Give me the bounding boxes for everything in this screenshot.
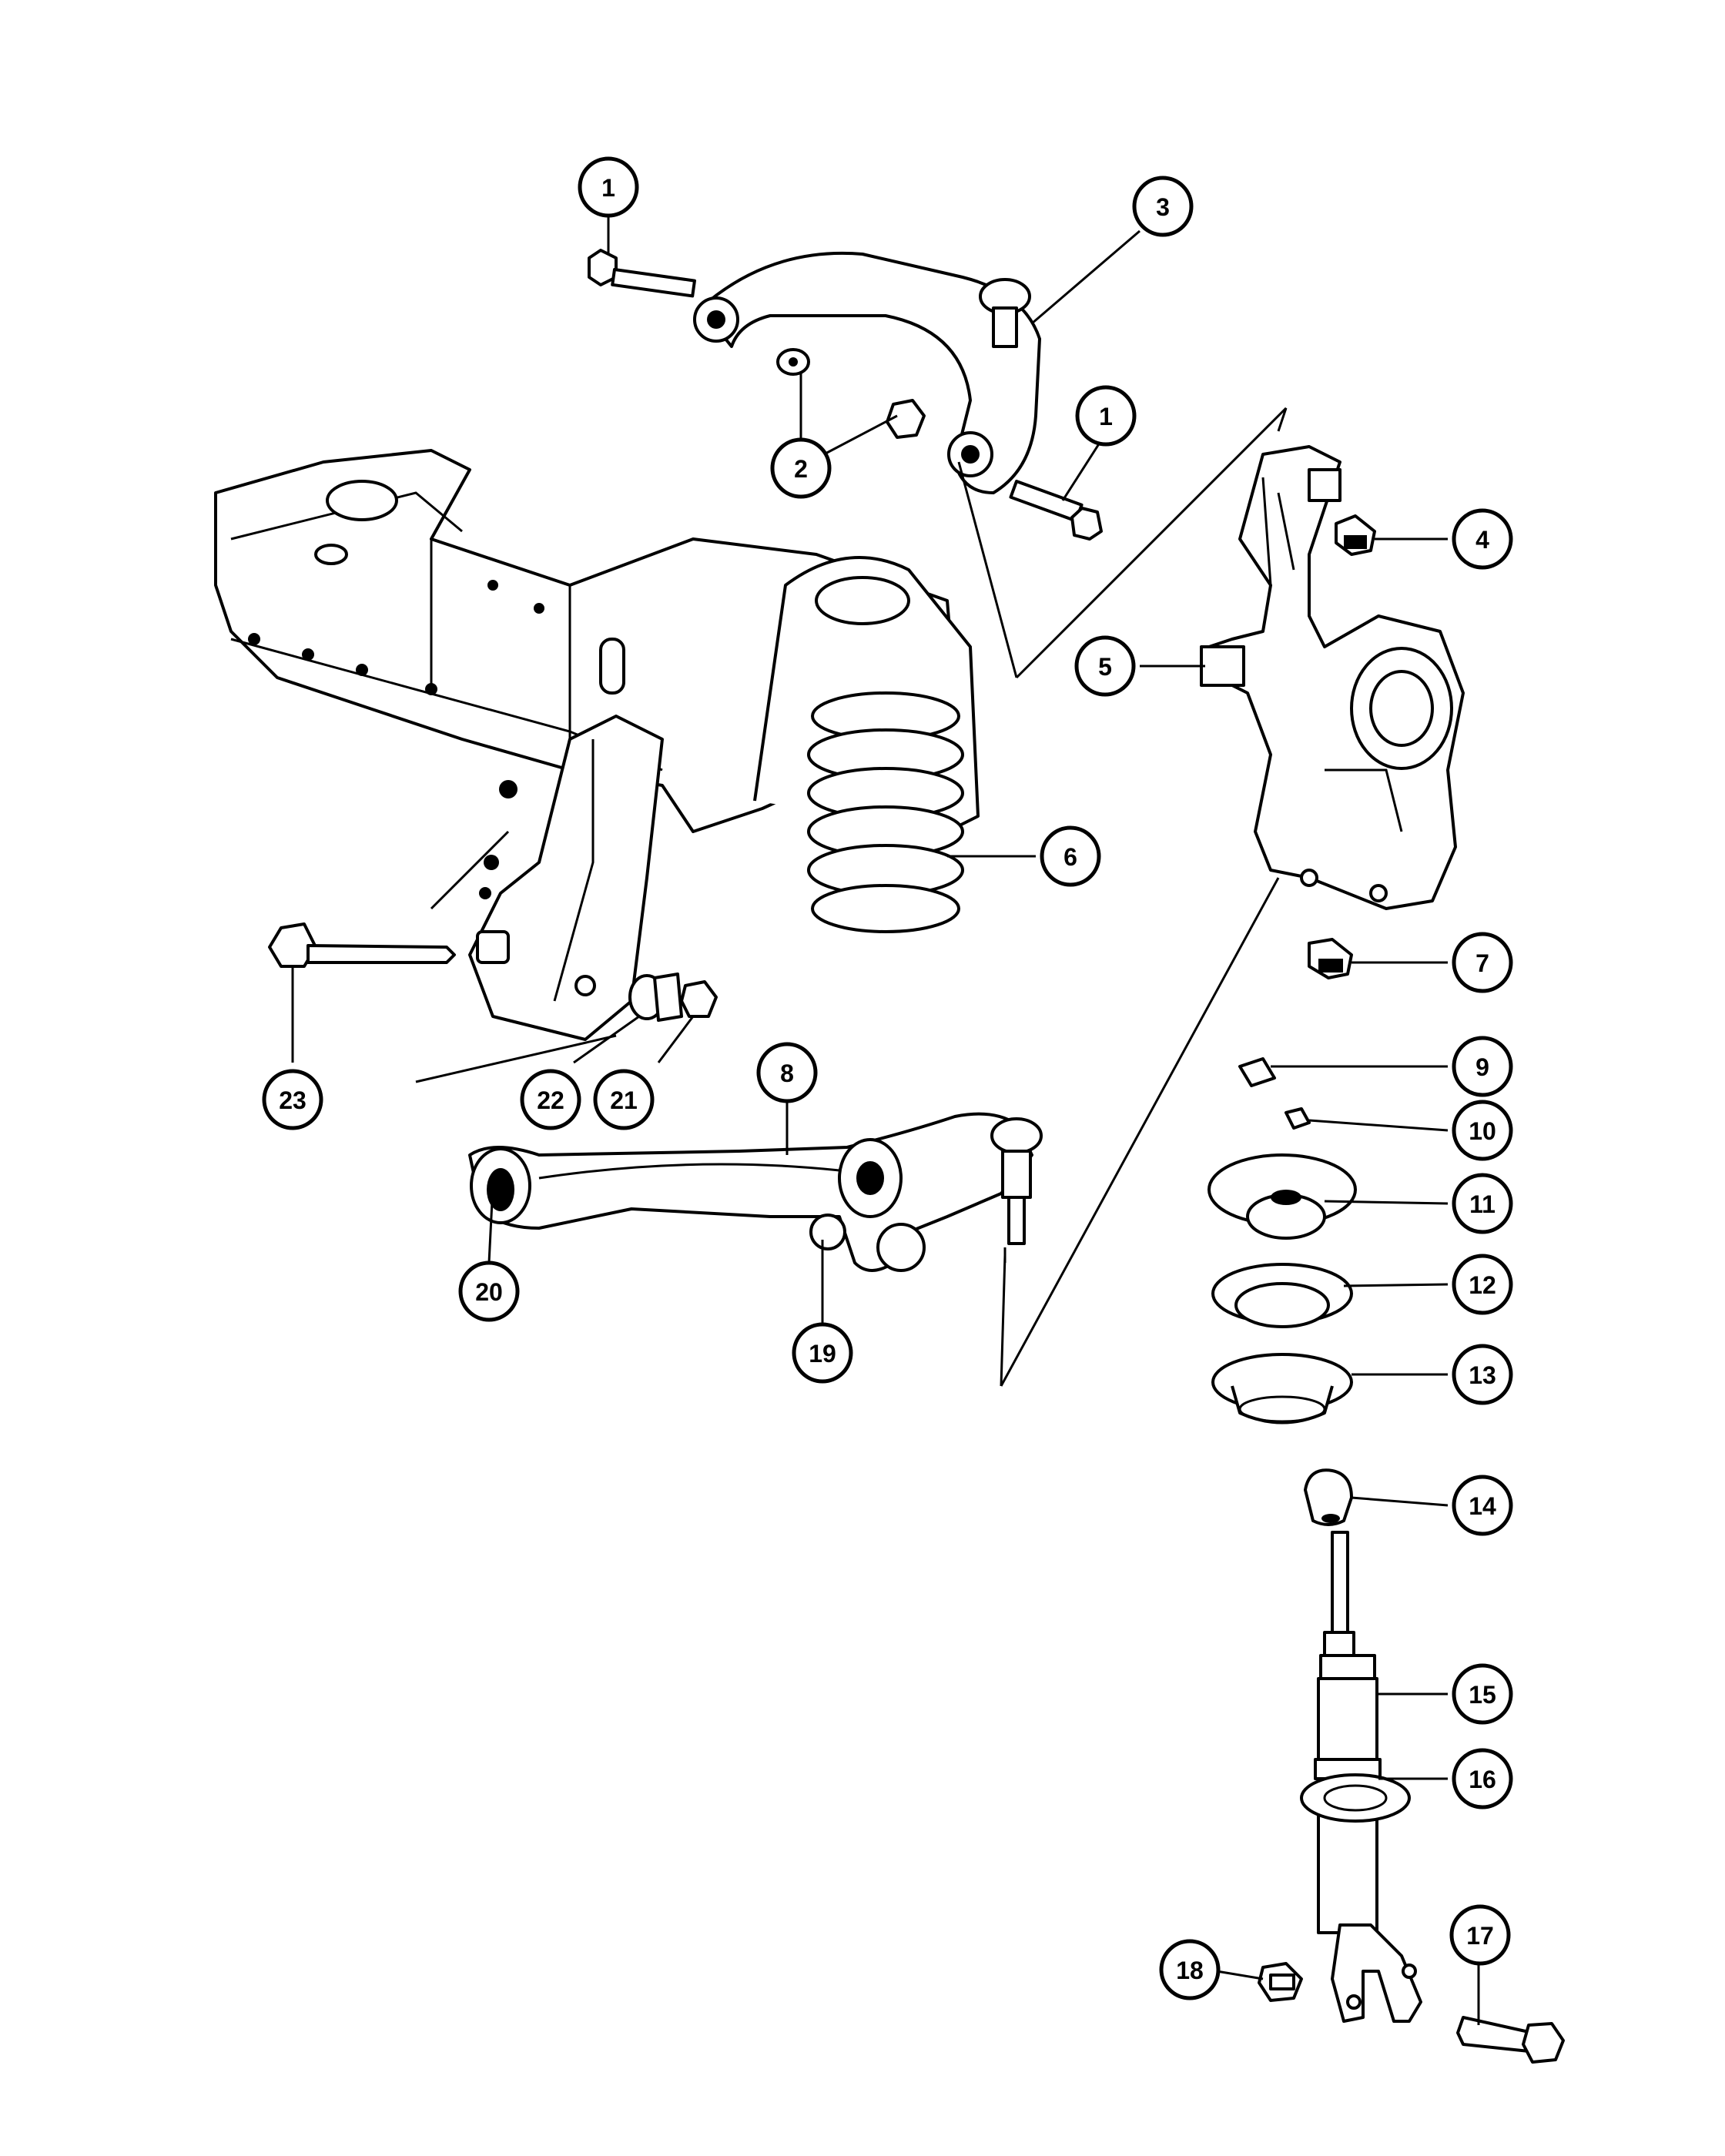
svg-text:9: 9 (1475, 1053, 1489, 1081)
svg-text:1: 1 (1099, 403, 1113, 430)
callout-2: 2 (770, 437, 832, 499)
callout-14: 14 (1452, 1475, 1513, 1536)
svg-text:21: 21 (610, 1086, 638, 1114)
svg-text:11: 11 (1469, 1190, 1496, 1218)
lower-control-arm (468, 1112, 1043, 1272)
shock-absorber (1300, 1531, 1422, 2023)
bump-stop (1304, 1468, 1353, 1526)
svg-text:8: 8 (780, 1060, 794, 1087)
callout-19: 19 (792, 1322, 853, 1384)
callout-3: 3 (1132, 176, 1194, 237)
svg-text:23: 23 (279, 1086, 306, 1114)
shock-mount-stack (1208, 1057, 1357, 1424)
nut-7 (1308, 938, 1353, 979)
callout-10: 10 (1452, 1100, 1513, 1161)
nut-21 (680, 980, 718, 1018)
svg-text:18: 18 (1176, 1957, 1204, 1984)
callout-21: 21 (593, 1069, 655, 1130)
washer-22 (628, 973, 683, 1022)
callout-20: 20 (458, 1260, 520, 1322)
nut-18 (1258, 1962, 1303, 2002)
svg-text:15: 15 (1469, 1681, 1496, 1709)
callout-1b: 1 (1075, 385, 1137, 447)
svg-text:3: 3 (1156, 193, 1170, 221)
callout-1a: 1 (578, 156, 639, 218)
svg-text:17: 17 (1466, 1922, 1494, 1950)
callout-18: 18 (1159, 1939, 1221, 2000)
bolt-upper-left (588, 249, 696, 298)
callout-12: 12 (1452, 1254, 1513, 1315)
callout-9: 9 (1452, 1036, 1513, 1097)
svg-text:12: 12 (1469, 1271, 1496, 1299)
callout-5: 5 (1074, 635, 1136, 697)
callout-16: 16 (1452, 1748, 1513, 1810)
bolt-17 (1456, 2016, 1565, 2064)
callout-13: 13 (1452, 1344, 1513, 1405)
svg-text:7: 7 (1475, 949, 1489, 977)
callout-8: 8 (756, 1042, 818, 1103)
svg-text:5: 5 (1098, 653, 1112, 681)
svg-text:14: 14 (1469, 1492, 1496, 1520)
leader-lines (291, 216, 1480, 2025)
callout-11: 11 (1452, 1173, 1513, 1234)
svg-text:1: 1 (601, 174, 615, 202)
callout-22: 22 (520, 1069, 581, 1130)
svg-text:22: 22 (537, 1086, 564, 1114)
svg-text:16: 16 (1469, 1766, 1496, 1793)
bolt-23 (268, 922, 456, 968)
svg-text:4: 4 (1475, 526, 1489, 554)
svg-text:13: 13 (1469, 1361, 1496, 1389)
callout-6: 6 (1040, 825, 1101, 887)
callout-23: 23 (262, 1069, 323, 1130)
svg-text:6: 6 (1063, 843, 1077, 871)
svg-text:2: 2 (794, 455, 808, 483)
svg-text:19: 19 (809, 1340, 836, 1368)
bolt-upper-right (1009, 480, 1103, 541)
callout-17: 17 (1449, 1904, 1511, 1966)
callout-7: 7 (1452, 932, 1513, 993)
callout-15: 15 (1452, 1663, 1513, 1725)
svg-text:10: 10 (1469, 1117, 1496, 1145)
coil-spring (807, 691, 964, 933)
upper-control-arm (693, 251, 1041, 494)
steering-knuckle (1200, 445, 1465, 910)
nut-4 (1335, 514, 1376, 556)
callout-4: 4 (1452, 508, 1513, 570)
svg-text:20: 20 (475, 1278, 503, 1306)
